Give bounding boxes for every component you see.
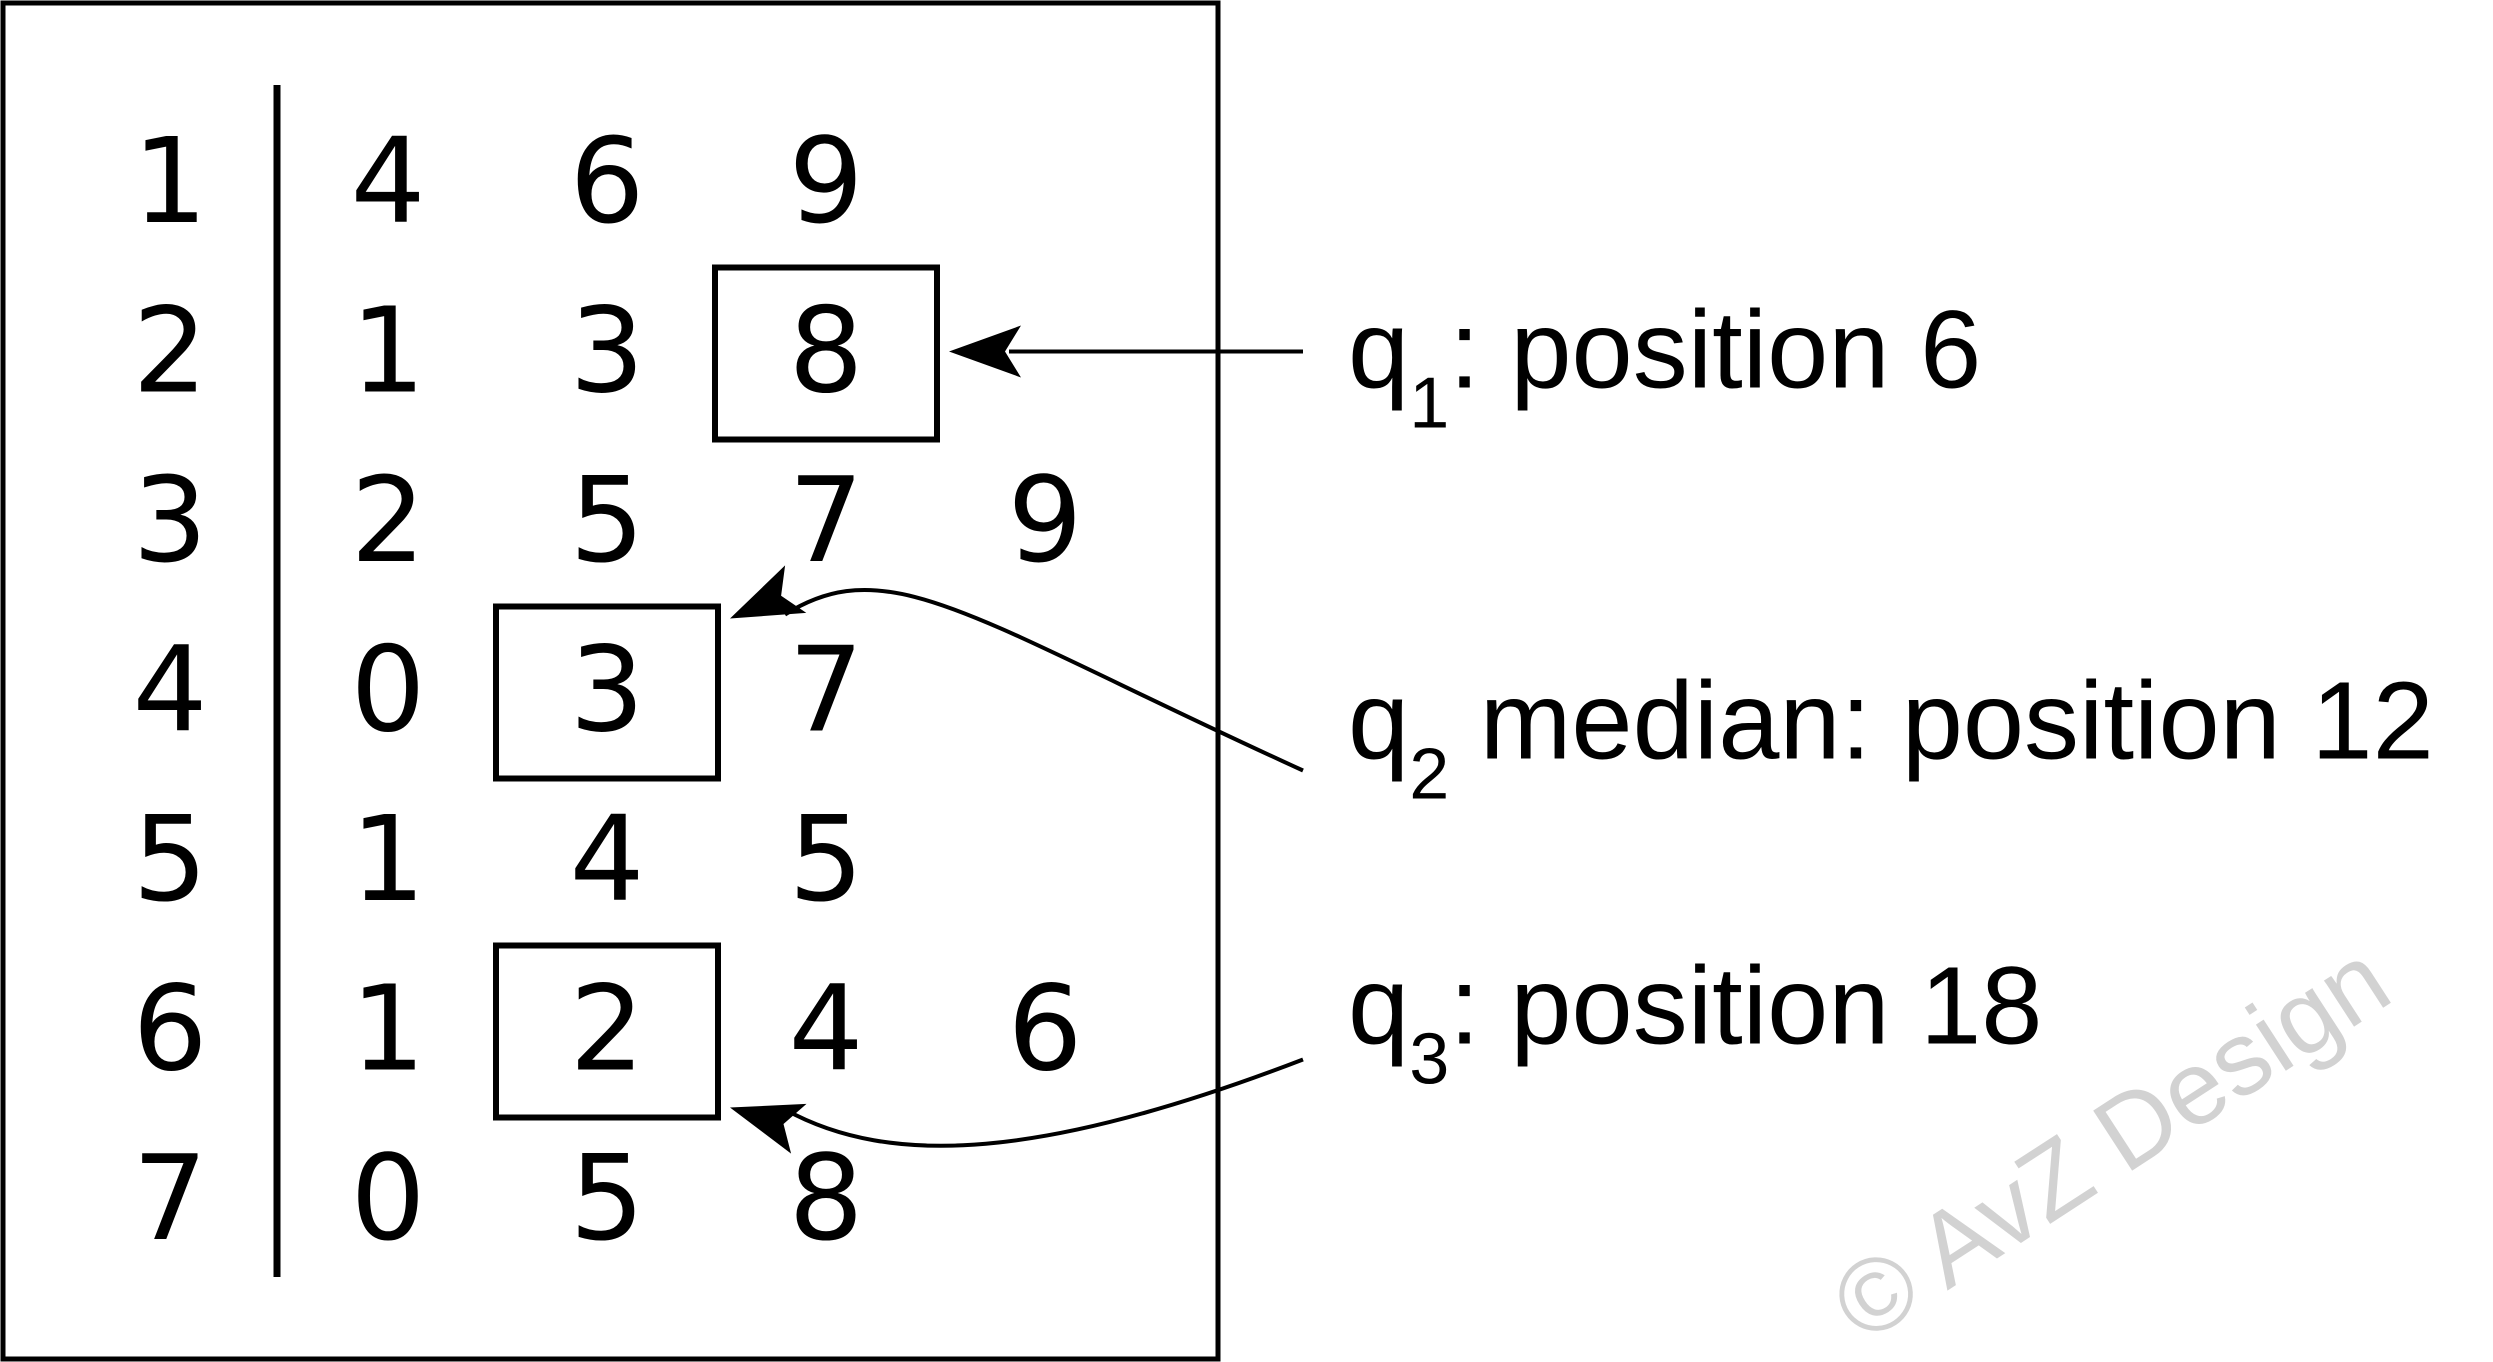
quartile-label: q1: position 6 xyxy=(1348,289,1981,444)
quartile-subscript: 2 xyxy=(1409,735,1449,815)
leaf-value: 2 xyxy=(569,960,644,1098)
arrow-line xyxy=(783,587,1304,773)
leaf-value: 1 xyxy=(350,790,425,928)
stem-value: 7 xyxy=(132,1129,207,1267)
leaf-value: 4 xyxy=(569,790,644,928)
leaf-value: 7 xyxy=(788,451,863,589)
leaf-value: 9 xyxy=(1007,451,1082,589)
leaf-value: 5 xyxy=(569,1129,644,1267)
stem-row: 5 1 4 5 xyxy=(132,790,863,928)
quartile-description: median: position 12 xyxy=(1449,660,2434,783)
leaf-value: 4 xyxy=(788,960,863,1098)
quartile-description: : position 18 xyxy=(1449,945,2042,1068)
quartile-box xyxy=(493,942,721,1121)
stem-value: 6 xyxy=(132,960,207,1098)
stem-value: 5 xyxy=(132,790,207,928)
stem-value: 3 xyxy=(132,451,207,589)
stem-row: 2 1 3 8 xyxy=(132,282,863,420)
leaf-value: 6 xyxy=(1007,960,1082,1098)
quartile-labels: q1: position 6q2 median: position 12q3: … xyxy=(1348,289,2434,1100)
stem-row: 6 1 2 4 6 xyxy=(132,960,1082,1098)
leaf-value: 5 xyxy=(569,451,644,589)
stem-row: 4 0 3 7 xyxy=(132,621,863,759)
leaf-value: 1 xyxy=(350,282,425,420)
stem-row: 1 4 6 9 xyxy=(132,112,863,250)
arrow-line xyxy=(784,1057,1304,1148)
quartile-label: q3: position 18 xyxy=(1348,945,2042,1100)
arrow-head xyxy=(949,325,1021,378)
leaf-value: 1 xyxy=(350,960,425,1098)
leaf-value: 3 xyxy=(569,282,644,420)
quartile-symbol: q xyxy=(1348,660,1409,783)
plot-frame xyxy=(0,0,1221,1362)
quartile-symbol: q xyxy=(1348,945,1409,1068)
quartile-box xyxy=(493,603,721,782)
arrow-head xyxy=(730,1103,807,1154)
leaf-value: 3 xyxy=(569,621,644,759)
leaf-value: 8 xyxy=(788,1129,863,1267)
stem-value: 4 xyxy=(132,621,207,759)
leaf-value: 4 xyxy=(350,112,425,250)
leaf-value: 5 xyxy=(788,790,863,928)
quartile-description: : position 6 xyxy=(1449,289,1981,412)
leaf-value: 0 xyxy=(350,1129,425,1267)
leaf-value: 0 xyxy=(350,621,425,759)
arrow-head xyxy=(730,565,807,619)
stem-value: 1 xyxy=(132,112,207,250)
quartile-label: q2 median: position 12 xyxy=(1348,660,2434,815)
stem-row: 3 2 5 7 9 xyxy=(132,451,1082,589)
quartile-symbol: q xyxy=(1348,289,1409,412)
leaf-value: 7 xyxy=(788,621,863,759)
quartile-box xyxy=(712,264,940,443)
quartile-arrows xyxy=(730,325,1304,1154)
leaf-value: 2 xyxy=(350,451,425,589)
leaf-value: 8 xyxy=(788,282,863,420)
quartile-boxes xyxy=(493,264,940,1121)
leaf-value: 9 xyxy=(788,112,863,250)
quartile-subscript: 1 xyxy=(1409,364,1449,444)
leaf-value: 6 xyxy=(569,112,644,250)
stem-value: 2 xyxy=(132,282,207,420)
quartile-subscript: 3 xyxy=(1409,1020,1449,1100)
stem-row: 7 0 5 8 xyxy=(132,1129,863,1267)
